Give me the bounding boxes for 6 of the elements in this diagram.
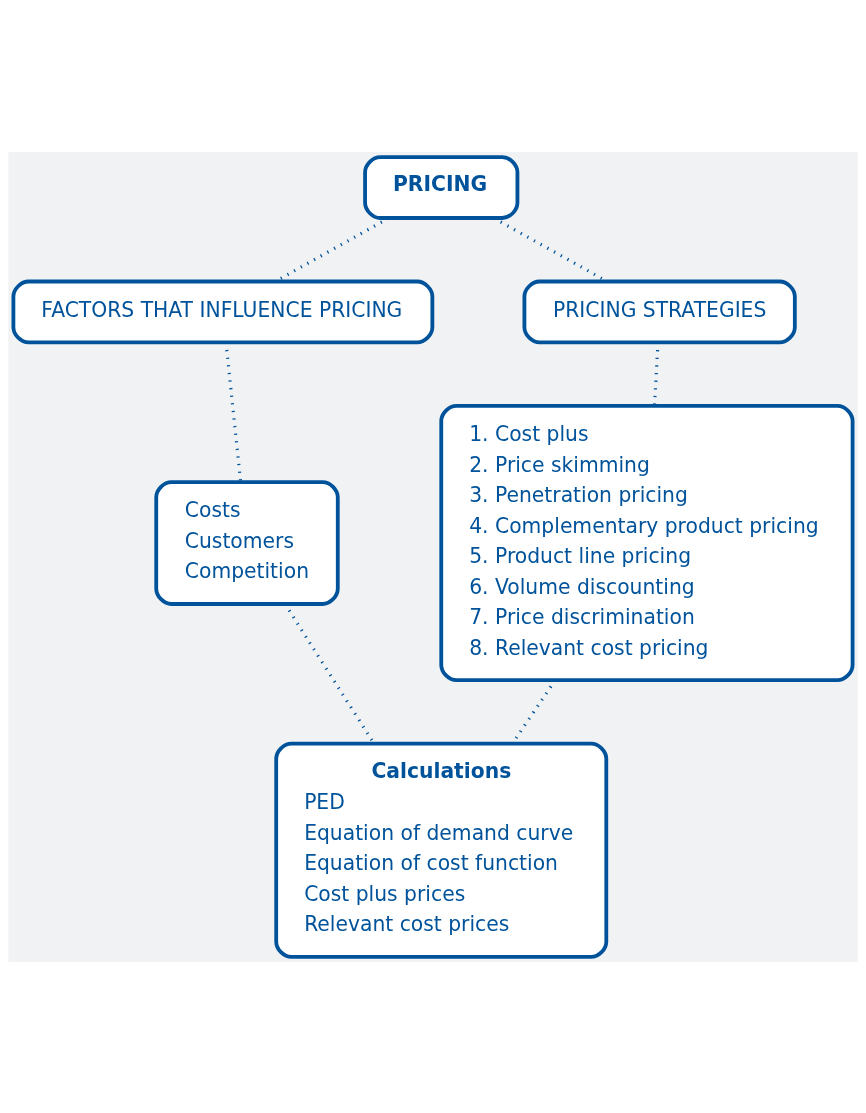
node-box: FACTORS THAT INFLUENCE PRICING (11, 279, 435, 344)
node-box: PRICING STRATEGIES (522, 279, 797, 344)
node-box: 1. Cost plus 2. Price skimming 3. Penetration pricing 4. Complementary product pricing 5. Product line pricing 6. Volume discounting 7. Price discrimination 8. Relevant cost pricing (439, 403, 855, 682)
node-box: Costs Customers Competition (154, 479, 340, 606)
node-box: Calculations PED Equation of demand curve Equation of cost function Cost plus prices Relevant cost prices (274, 741, 609, 959)
node-box: PRICING (363, 154, 520, 220)
